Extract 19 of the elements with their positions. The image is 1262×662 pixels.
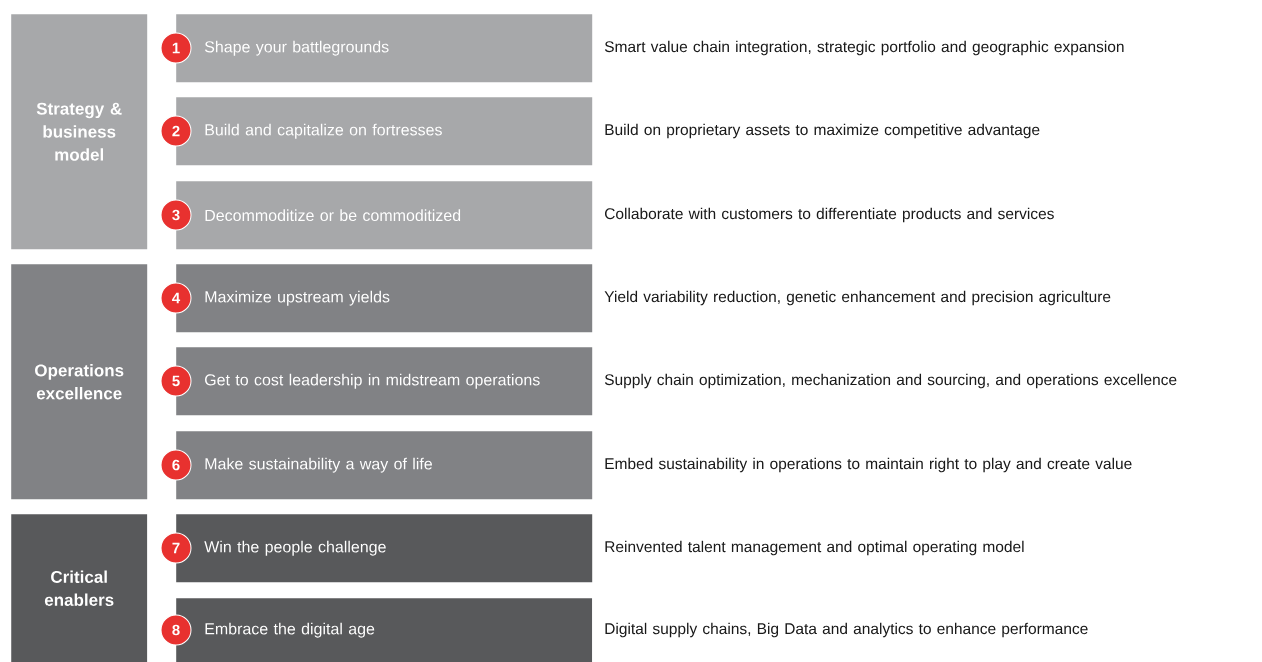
number-badge: 3 <box>160 199 192 231</box>
number-badge: 4 <box>160 282 192 314</box>
group-box: Strategy & business model <box>11 14 148 250</box>
number-badge: 5 <box>160 365 192 397</box>
description-text: Reinvented talent management and optimal operating model <box>605 540 1024 556</box>
number-badge: 1 <box>160 32 192 64</box>
description-text: Build on proprietary assets to maximize competitive advantage <box>605 123 1040 139</box>
description-text: Digital supply chains, Big Data and analytics to enhance performance <box>605 622 1088 638</box>
description-text: Embed sustainability in operations to maintain right to play and create value <box>605 457 1132 473</box>
description-text: Yield variability reduction, genetic enhancement and precision agriculture <box>604 290 1111 306</box>
description-text: Supply chain optimization, mechanization and sourcing, and operations excellence <box>604 373 1177 389</box>
group-box: Operations excellence <box>11 264 148 500</box>
number-badge: 7 <box>160 532 192 564</box>
number-badge: 6 <box>160 449 192 481</box>
group-box: Critical enablers <box>11 514 148 662</box>
number-badge: 2 <box>160 115 192 147</box>
description-text: Collaborate with customers to differentiate products and services <box>605 207 1054 223</box>
number-badge: 8 <box>160 614 192 646</box>
description-text: Smart value chain integration, strategic portfolio and geographic expansion <box>604 40 1124 56</box>
